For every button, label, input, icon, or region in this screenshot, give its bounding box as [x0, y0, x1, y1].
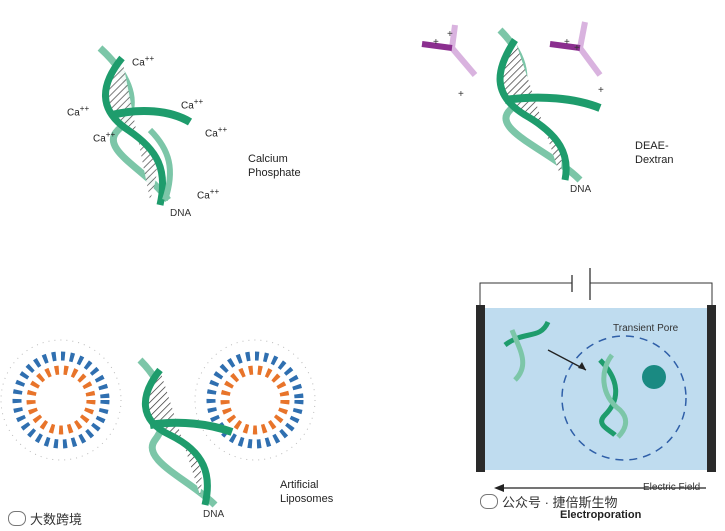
liposome-dna-helix: [140, 360, 232, 505]
link-icon: [8, 511, 26, 526]
transient-pore-label: Transient Pore: [613, 322, 678, 335]
deae-title-line1: DEAE-: [635, 140, 669, 153]
deae-plus-2: +: [433, 36, 439, 49]
deae-plus-6: +: [598, 84, 604, 97]
calcium-ion-3: Ca++: [93, 130, 115, 144]
calcium-title-line2: Phosphate: [248, 167, 301, 180]
liposome-title-line1: Artificial: [280, 479, 319, 492]
calcium-ion-4: Ca++: [181, 97, 203, 111]
calcium-dna-label: DNA: [170, 207, 191, 220]
deae-title-line2: Dextran: [635, 154, 674, 167]
deae-plus-1: +: [447, 28, 453, 41]
liposome-dna-label: DNA: [203, 508, 224, 521]
deae-plus-5: +: [574, 42, 580, 55]
wechat-icon: [480, 494, 498, 509]
electric-field-label: Electric Field: [643, 481, 700, 494]
calcium-ion-6: Ca++: [197, 187, 219, 201]
calcium-dna-helix: [100, 48, 190, 205]
watermark-left: 大数跨境: [8, 509, 82, 528]
calcium-title-line1: Calcium: [248, 153, 288, 166]
deae-dna-label: DNA: [570, 183, 591, 196]
liposome-left: [1, 340, 121, 460]
liposome-right: [195, 340, 315, 460]
electroporation-apparatus: [476, 268, 716, 492]
watermark-right-text: 公众号 · 捷倍斯生物: [502, 492, 618, 511]
watermark-right: 公众号 · 捷倍斯生物: [480, 492, 618, 511]
deae-plus-4: +: [564, 36, 570, 49]
liposome-title-line2: Liposomes: [280, 493, 333, 506]
calcium-ion-2: Ca++: [67, 104, 89, 118]
deae-plus-3: +: [458, 88, 464, 101]
watermark-left-text: 大数跨境: [30, 509, 82, 528]
calcium-ion-1: Ca++: [132, 54, 154, 68]
calcium-ion-5: Ca++: [205, 125, 227, 139]
